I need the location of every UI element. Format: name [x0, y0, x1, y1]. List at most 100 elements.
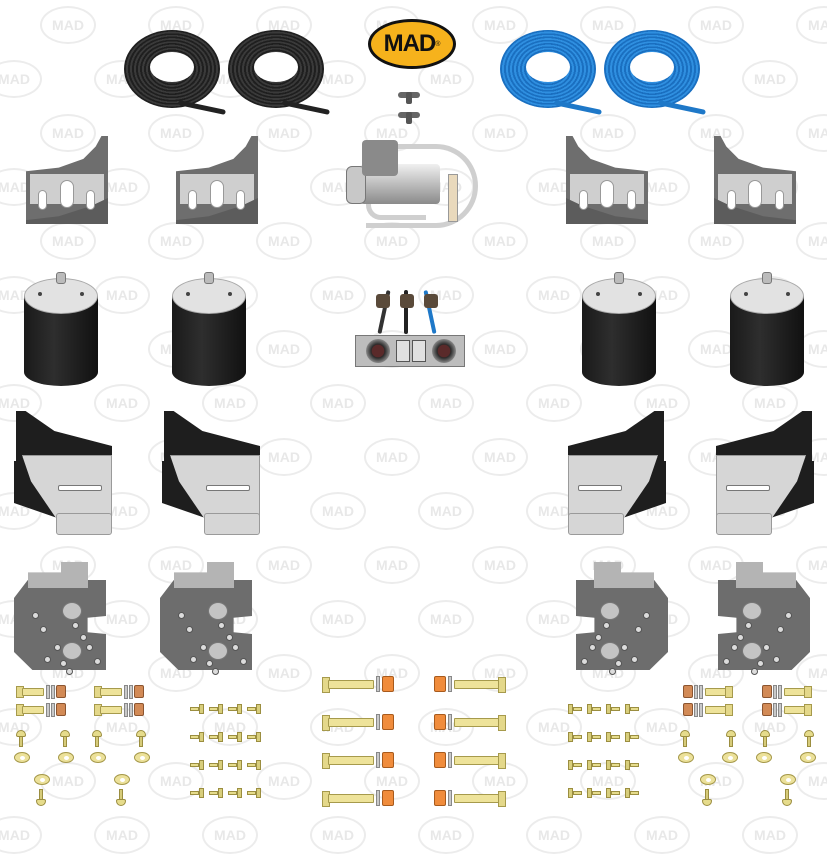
bolt-head — [498, 715, 506, 731]
slot-icon — [727, 190, 736, 210]
nut — [683, 685, 693, 698]
stud — [680, 730, 690, 748]
washer — [34, 774, 50, 785]
countersunk-screw — [568, 760, 582, 770]
watermark: MAD — [418, 708, 474, 746]
bolt-hole — [777, 626, 784, 633]
air-bag — [582, 272, 656, 390]
bolt-hole — [737, 634, 744, 641]
slot-icon — [579, 190, 588, 210]
air-fitting-icon — [614, 272, 624, 284]
bolt-hole — [596, 292, 600, 296]
stud — [136, 730, 146, 748]
bag-top — [730, 278, 804, 314]
washer — [58, 752, 74, 763]
washer — [773, 685, 777, 699]
watermark: MAD — [472, 546, 528, 584]
nut — [434, 790, 446, 806]
bolt-hole — [72, 622, 79, 629]
watermark: MAD — [580, 222, 636, 260]
bolt — [328, 756, 374, 765]
bolt — [328, 794, 374, 803]
watermark: MAD — [256, 762, 312, 800]
bolt-hole — [635, 626, 642, 633]
nut — [434, 752, 446, 768]
watermark: MAD — [472, 330, 528, 368]
bolt-hole — [190, 656, 197, 663]
watermark: MAD — [148, 222, 204, 260]
slot-icon — [210, 180, 224, 208]
slot-icon — [188, 190, 197, 210]
mad-logo: MAD® — [368, 19, 456, 69]
slot-icon — [578, 485, 622, 491]
bolt-hole — [38, 292, 42, 296]
stud — [804, 730, 814, 748]
washer — [51, 685, 55, 699]
watermark: MAD — [742, 60, 798, 98]
countersunk-screw — [190, 760, 204, 770]
bracket-foot — [204, 513, 260, 535]
nut — [382, 790, 394, 806]
bolt-hole — [226, 634, 233, 641]
tee-fitting-icon — [398, 110, 420, 124]
bolt-hole — [86, 644, 93, 651]
lower-bracket — [162, 405, 260, 535]
nut — [382, 752, 394, 768]
countersunk-screw — [228, 760, 242, 770]
bolt — [454, 794, 500, 803]
upper-bracket — [176, 136, 258, 224]
watermark: MAD — [310, 708, 366, 746]
bolt-hole — [178, 612, 185, 619]
bolt-hole — [589, 644, 596, 651]
nut — [134, 703, 144, 716]
watermark: MAD — [418, 492, 474, 530]
bolt-hole — [94, 658, 101, 665]
watermark: MAD — [310, 492, 366, 530]
bolt-hole — [32, 612, 39, 619]
bolt-hole — [80, 292, 84, 296]
bolt-hole — [615, 660, 622, 667]
bolt-hole — [186, 626, 193, 633]
watermark: MAD — [688, 762, 744, 800]
bolt-hole — [631, 656, 638, 663]
bolt — [100, 688, 122, 696]
base-plate — [576, 562, 668, 675]
watermark: MAD — [796, 6, 827, 44]
plate-body — [160, 580, 252, 670]
bolt-hole — [785, 612, 792, 619]
washer — [448, 714, 452, 730]
plate-lip — [594, 562, 654, 588]
nut — [382, 676, 394, 692]
washer — [114, 774, 130, 785]
plate-lip — [736, 562, 796, 588]
air-compressor — [338, 132, 480, 230]
countersunk-screw — [625, 788, 639, 798]
bolt — [100, 706, 122, 714]
countersunk-screw — [587, 760, 601, 770]
washer — [448, 790, 452, 806]
bolt — [454, 756, 500, 765]
bolt-hole — [609, 668, 616, 675]
switch-icon — [412, 340, 426, 362]
bolt — [328, 680, 374, 689]
plate-lip — [174, 562, 234, 588]
plate-body — [576, 580, 668, 670]
bracket-foot — [56, 513, 112, 535]
bolt — [454, 680, 500, 689]
watermark: MAD — [310, 600, 366, 638]
lower-bracket — [716, 405, 814, 535]
bolt — [328, 718, 374, 727]
watermark: MAD — [418, 384, 474, 422]
watermark: MAD — [40, 6, 96, 44]
pressure-gauge-icon — [432, 339, 456, 363]
washer — [778, 703, 782, 717]
stud — [92, 730, 102, 748]
countersunk-screw — [190, 704, 204, 714]
countersunk-screw — [247, 760, 261, 770]
boss — [208, 602, 228, 620]
washer — [124, 703, 128, 717]
washer — [14, 752, 30, 763]
washer — [46, 703, 50, 717]
countersunk-screw — [587, 788, 601, 798]
pressure-gauge-icon — [366, 339, 390, 363]
